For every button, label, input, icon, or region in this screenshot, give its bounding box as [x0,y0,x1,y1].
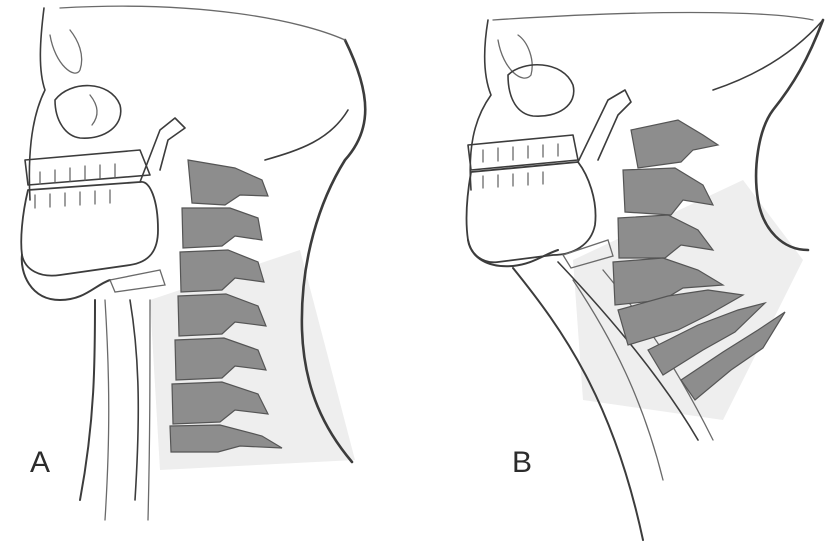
chin-contour [468,240,558,266]
orbit [50,30,82,73]
panel-b-illustration [413,0,827,543]
maxilla [55,86,121,139]
throat-contour [130,300,138,500]
occipital-skin-line [713,20,823,90]
panel-b: B [413,0,827,543]
hyoid-bone [110,270,165,292]
panel-label-b: B [512,446,532,480]
mandible-ramus [140,118,185,182]
trachea-front [105,300,109,520]
lower-teeth [35,190,110,208]
lower-teeth [483,172,543,188]
vertebra-c1 [188,160,268,205]
orbit [498,35,532,78]
vertebra-c1 [631,120,718,168]
mandible-ramus [578,90,631,162]
mandible [21,182,158,276]
cranium-curve [493,13,813,21]
panel-label-a: A [30,446,50,480]
chin-contour [22,255,110,300]
vertebra-c2 [182,208,262,248]
panel-a: A [0,0,413,543]
trachea-back [148,300,150,520]
upper-teeth [483,144,558,162]
mandible [467,162,596,262]
occipital-skin-line [265,110,348,160]
skull-outline [470,20,491,190]
upper-jaw [25,150,150,185]
maxilla [508,65,574,116]
upper-jaw [468,135,578,170]
nasal-bone [90,95,97,125]
anterior-neck-contour [80,300,95,500]
cranium-curve [60,6,345,40]
panel-a-illustration [0,0,413,543]
skull-outline [29,8,45,200]
